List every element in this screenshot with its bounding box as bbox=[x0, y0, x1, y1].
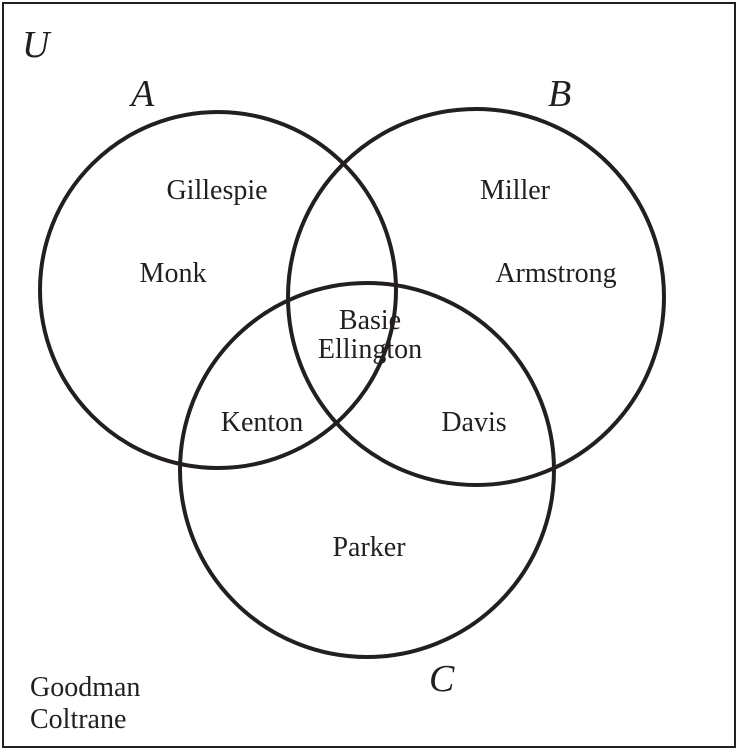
region-c-only-item: Parker bbox=[332, 532, 406, 563]
outside-item: Goodman bbox=[30, 672, 140, 703]
region-bc-only-item: Davis bbox=[441, 407, 506, 438]
set-a-label: A bbox=[128, 73, 155, 115]
region-ac-only-item: Kenton bbox=[221, 407, 303, 438]
set-b-label: B bbox=[548, 73, 571, 115]
set-b-circle bbox=[286, 107, 666, 487]
set-c-label: C bbox=[429, 658, 455, 700]
set-a-circle bbox=[38, 110, 398, 470]
region-a-only-item: Monk bbox=[140, 258, 207, 289]
region-b-only-item: Armstrong bbox=[495, 258, 616, 289]
region-abc-item: Ellington bbox=[318, 334, 422, 365]
region-abc-item: Basie bbox=[339, 305, 401, 336]
set-c-circle bbox=[178, 281, 556, 659]
universe-label: U bbox=[22, 24, 52, 66]
region-a-only-item: Gillespie bbox=[166, 175, 267, 206]
region-b-only-item: Miller bbox=[480, 175, 551, 206]
outside-item: Coltrane bbox=[30, 704, 126, 735]
